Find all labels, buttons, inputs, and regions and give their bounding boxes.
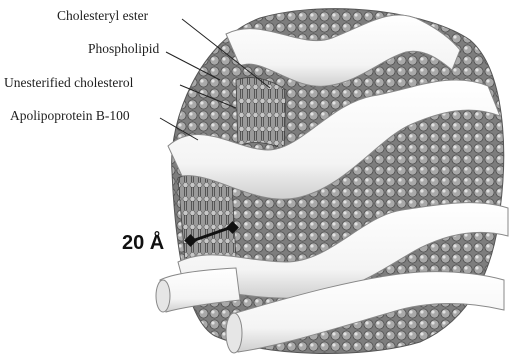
label-phospholipid: Phospholipid — [88, 42, 159, 56]
label-cholesteryl-ester: Cholesteryl ester — [57, 9, 148, 23]
surface-lipid-layer — [236, 78, 286, 150]
label-apolipoprotein-b100: Apolipoprotein B-100 — [10, 109, 130, 123]
scale-bar-label: 20 Å — [122, 233, 164, 253]
label-unesterified-cholesterol: Unesterified cholesterol — [4, 76, 133, 90]
